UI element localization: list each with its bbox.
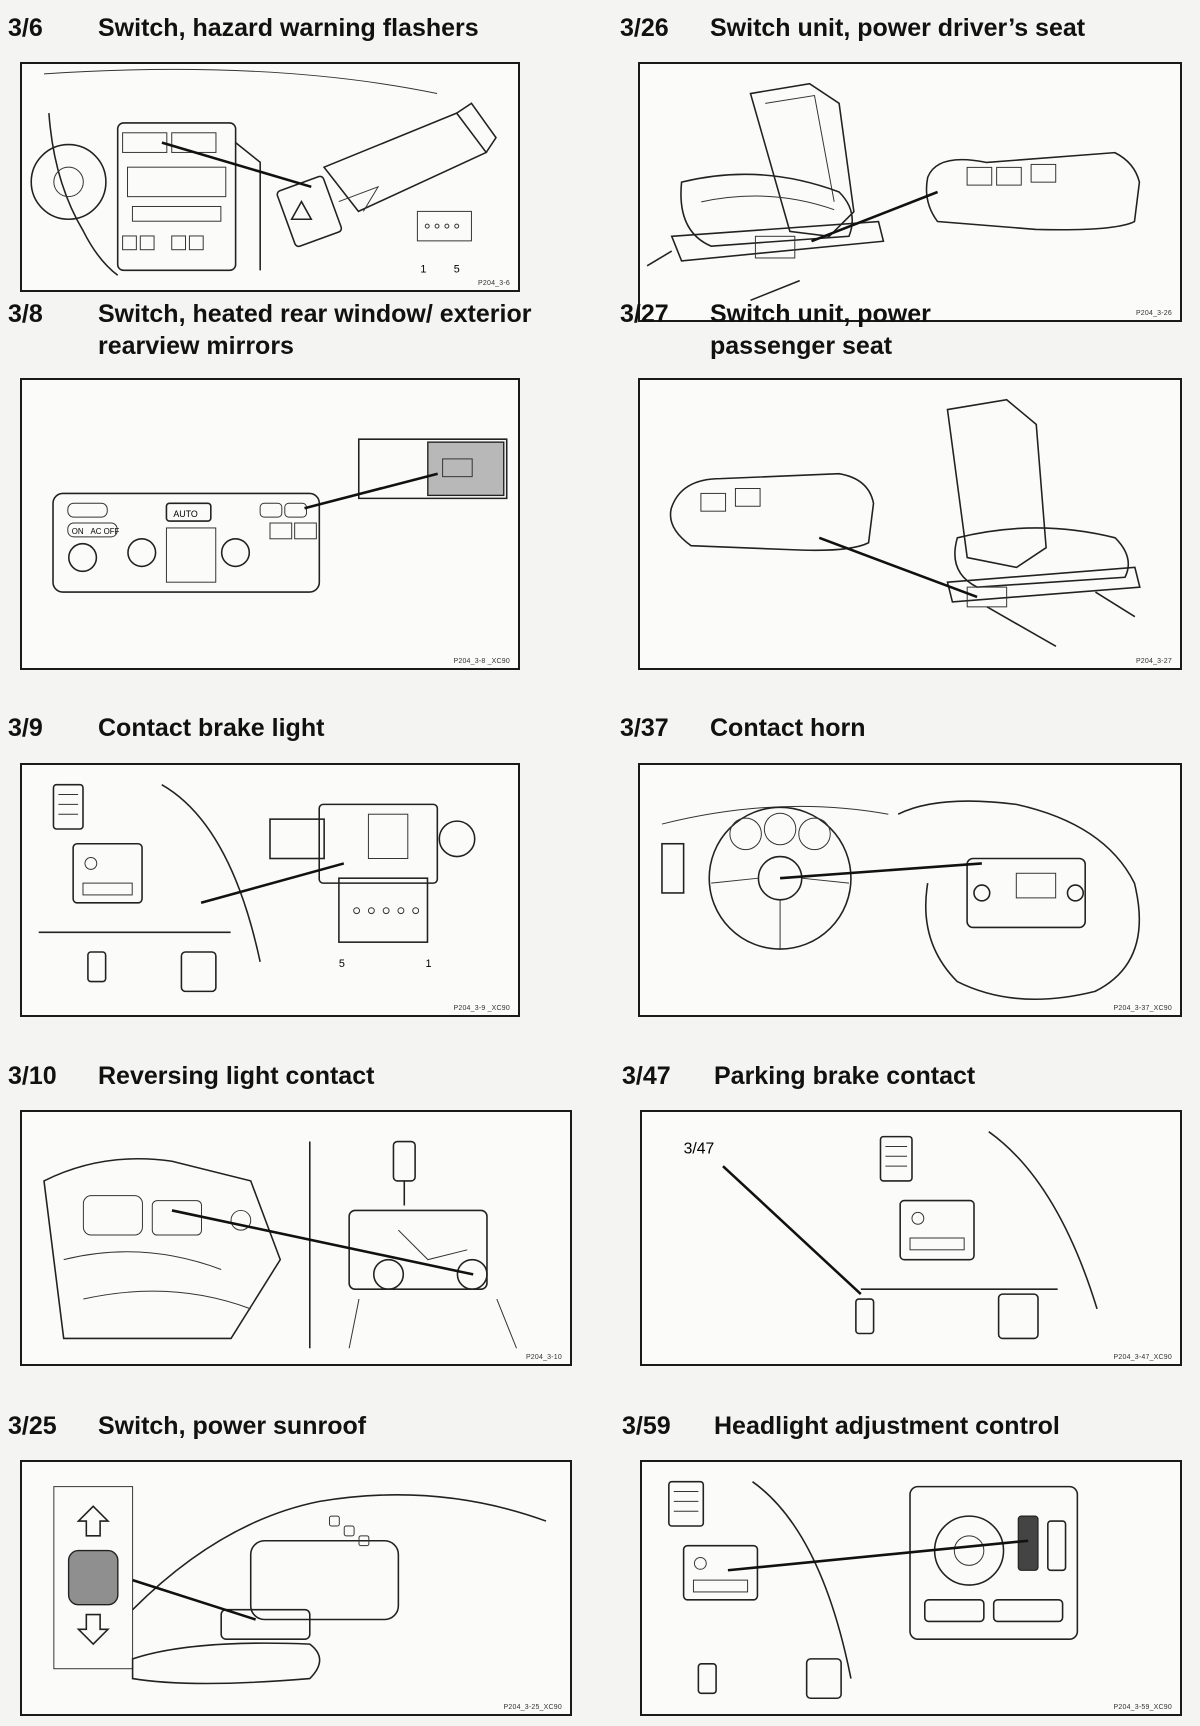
item-title-line2: rearview mirrors xyxy=(98,332,294,360)
climate-panel-illustration: ON AC OFF AUTO xyxy=(52,438,508,593)
item-title: Contact horn xyxy=(710,714,866,742)
pin-label-left: 5 xyxy=(339,958,345,970)
item-heading-3-8: 3/8 Switch, heated rear window/ exterior… xyxy=(8,298,588,364)
figure-driver-seat-switch: P204_3-26 xyxy=(638,62,1182,322)
pin-label-left: 1 xyxy=(420,263,426,275)
item-number: 3/6 xyxy=(8,14,43,42)
figure-reversing-light-contact: P204_3-10 xyxy=(20,1110,572,1366)
figure-ref: P204_3-59_XC90 xyxy=(1113,1704,1172,1711)
item-number: 3/26 xyxy=(620,14,669,42)
headlight-control-illustration xyxy=(668,1480,1079,1700)
hazard-switch-illustration: 1 5 xyxy=(30,68,497,276)
item-heading-3-59: 3/59 Headlight adjustment control xyxy=(622,1410,1182,1442)
item-title-line2: passenger seat xyxy=(710,332,893,360)
reversing-light-illustration xyxy=(43,1140,517,1349)
item-heading-3-26: 3/26 Switch unit, power driver’s seat xyxy=(620,12,1180,44)
item-heading-3-10: 3/10 Reversing light contact xyxy=(8,1060,568,1092)
figure-parking-brake-contact: 3/47 P204_3-47_XC90 xyxy=(640,1110,1182,1366)
figure-ref: P204_3-8 _XC90 xyxy=(453,658,510,665)
item-title: Headlight adjustment control xyxy=(714,1412,1060,1440)
item-number: 3/59 xyxy=(622,1412,671,1440)
item-number: 3/9 xyxy=(8,714,43,742)
item-number: 3/37 xyxy=(620,714,669,742)
item-number: 3/8 xyxy=(8,300,43,328)
figure-ref: P204_3-27 xyxy=(1135,658,1172,665)
item-number: 3/47 xyxy=(622,1062,671,1090)
item-number: 3/25 xyxy=(8,1412,57,1440)
item-title: Reversing light contact xyxy=(98,1062,375,1090)
figure-heated-rear-window-switch: ON AC OFF AUTO P204_3-8 _XC90 xyxy=(20,378,520,670)
figure-brake-light-contact: 5 1 P204_3-9 _XC90 xyxy=(20,763,520,1017)
figure-ref: P204_3-9 _XC90 xyxy=(453,1005,510,1012)
item-title-line1: Switch unit, power xyxy=(710,300,931,328)
pin-label-right: 1 xyxy=(426,958,432,970)
figure-ref: P204_3-6 xyxy=(478,280,510,287)
ac-off-label: AC OFF xyxy=(90,527,119,536)
sunroof-switch-illustration xyxy=(53,1486,547,1685)
item-heading-3-37: 3/37 Contact horn xyxy=(620,712,1180,744)
passenger-seat-illustration xyxy=(669,398,1141,647)
driver-seat-illustration xyxy=(646,82,1141,302)
on-label: ON xyxy=(72,527,84,536)
item-title: Switch, power sunroof xyxy=(98,1412,367,1440)
figure-passenger-seat-switch: P204_3-27 xyxy=(638,378,1182,670)
item-heading-3-9: 3/9 Contact brake light xyxy=(8,712,568,744)
parking-brake-illustration: 3/47 xyxy=(684,1131,1098,1340)
figure-hazard-switch: 1 5 P204_3-6 xyxy=(20,62,520,292)
figure-ref: P204_3-26 xyxy=(1135,310,1172,317)
item-title: Contact brake light xyxy=(98,714,325,742)
figure-horn-contact: P204_3-37_XC90 xyxy=(638,763,1182,1017)
item-number: 3/27 xyxy=(620,300,669,328)
item-title: Switch unit, power driver’s seat xyxy=(710,14,1086,42)
item-heading-3-27: 3/27 Switch unit, power passenger seat xyxy=(620,298,1180,364)
item-heading-3-25: 3/25 Switch, power sunroof xyxy=(8,1410,568,1442)
brake-light-illustration: 5 1 xyxy=(38,783,476,993)
auto-label: AUTO xyxy=(173,509,198,519)
figure-sunroof-switch: P204_3-25_XC90 xyxy=(20,1460,572,1716)
figure-headlight-adjustment: P204_3-59_XC90 xyxy=(640,1460,1182,1716)
callout-label: 3/47 xyxy=(684,1140,715,1157)
figure-ref: P204_3-47_XC90 xyxy=(1113,1354,1172,1361)
figure-ref: P204_3-10 xyxy=(525,1354,562,1361)
horn-contact-illustration xyxy=(661,800,1141,1001)
item-heading-3-47: 3/47 Parking brake contact xyxy=(622,1060,1182,1092)
figure-ref: P204_3-37_XC90 xyxy=(1113,1005,1172,1012)
pin-label-right: 5 xyxy=(454,263,460,275)
item-title: Switch, hazard warning flashers xyxy=(98,14,479,42)
item-number: 3/10 xyxy=(8,1062,57,1090)
item-title-line1: Switch, heated rear window/ exterior xyxy=(98,300,532,328)
item-heading-3-6: 3/6 Switch, hazard warning flashers xyxy=(8,12,568,44)
item-title: Parking brake contact xyxy=(714,1062,976,1090)
figure-ref: P204_3-25_XC90 xyxy=(503,1704,562,1711)
